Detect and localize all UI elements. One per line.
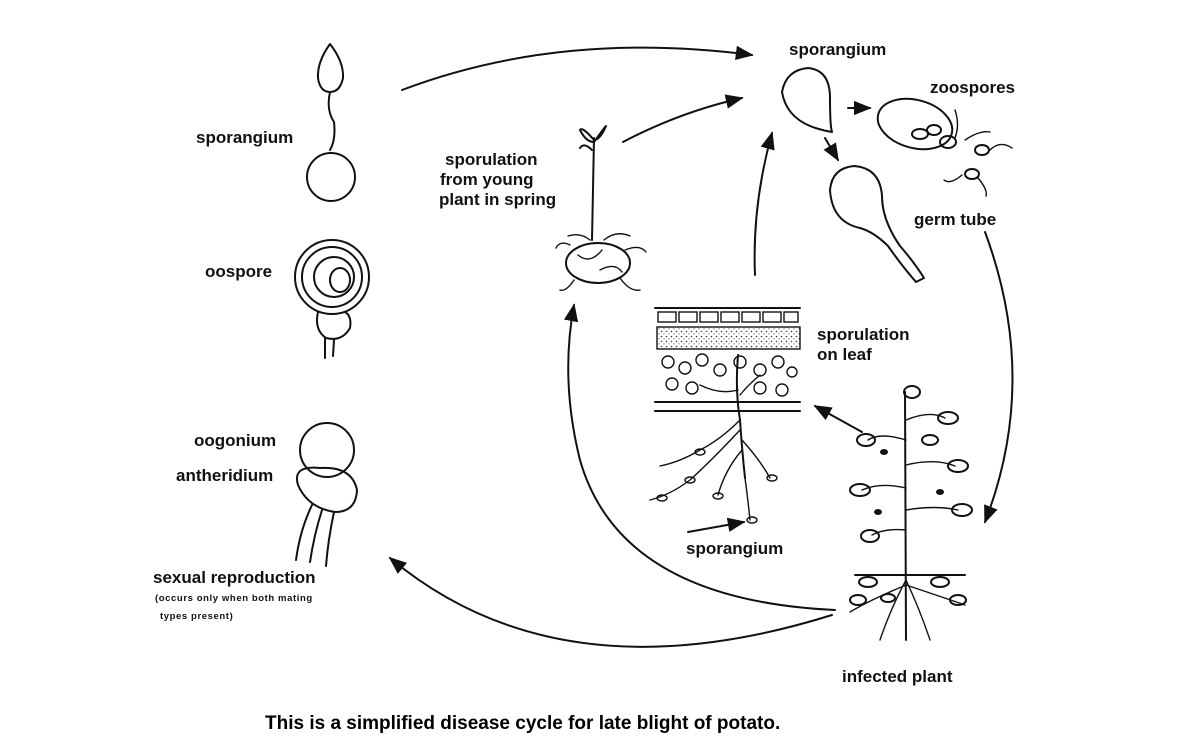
zoospores-drawing [876,97,1013,197]
label-sexual-reproduction: sexual reproduction [153,568,316,587]
oogonium-antheridium-drawing [295,422,358,567]
leaf-cross-section-drawing [649,307,801,524]
arrow-infected-to-sexual [388,556,833,648]
label-sporulation-leaf-line2: on leaf [817,345,872,364]
label-oogonium: oogonium [194,431,277,450]
label-sporulation-young-line2: from young [440,170,534,189]
label-oospore: oospore [205,262,273,281]
label-sporulation-leaf-line1: sporulation [817,325,910,344]
arrow-germtube-to-infected [984,231,1014,524]
arrow-sporangium-to-germinating [823,137,839,162]
oospore-drawing [294,239,370,359]
label-sporangium-top: sporangium [789,40,887,59]
label-antheridium: antheridium [176,466,274,485]
arrow-infected-to-leaf [813,405,863,433]
sporangium-top-drawing [781,67,833,133]
infected-plant-drawing [849,385,973,641]
arrow-leaf-to-top [753,131,775,276]
label-germ-tube: germ tube [914,210,997,229]
arrow-young-plant-to-top [622,94,744,143]
label-infected-plant: infected plant [842,667,953,686]
label-sexual-note-line2: types present) [160,611,234,622]
label-sporangium-left: sporangium [196,128,294,147]
label-sexual-note-line1: (occurs only when both mating [155,593,313,604]
cycle-arrows [388,45,1014,648]
arrow-left-sporangium-to-top [401,45,754,91]
label-sporangium-leaf: sporangium [686,539,784,558]
label-sporulation-young-line3: plant in spring [439,190,557,209]
label-zoospores: zoospores [930,78,1016,97]
arrow-infected-to-young-plant [563,303,836,611]
germinating-sporangium-drawing [829,165,925,283]
label-sporulation-young-line1: sporulation [445,150,538,169]
sporangium-left-drawing [306,43,356,202]
figure-caption: This is a simplified disease cycle for l… [265,713,781,734]
arrow-sporangium-to-hyphae [687,517,746,533]
young-plant-drawing [555,125,647,291]
